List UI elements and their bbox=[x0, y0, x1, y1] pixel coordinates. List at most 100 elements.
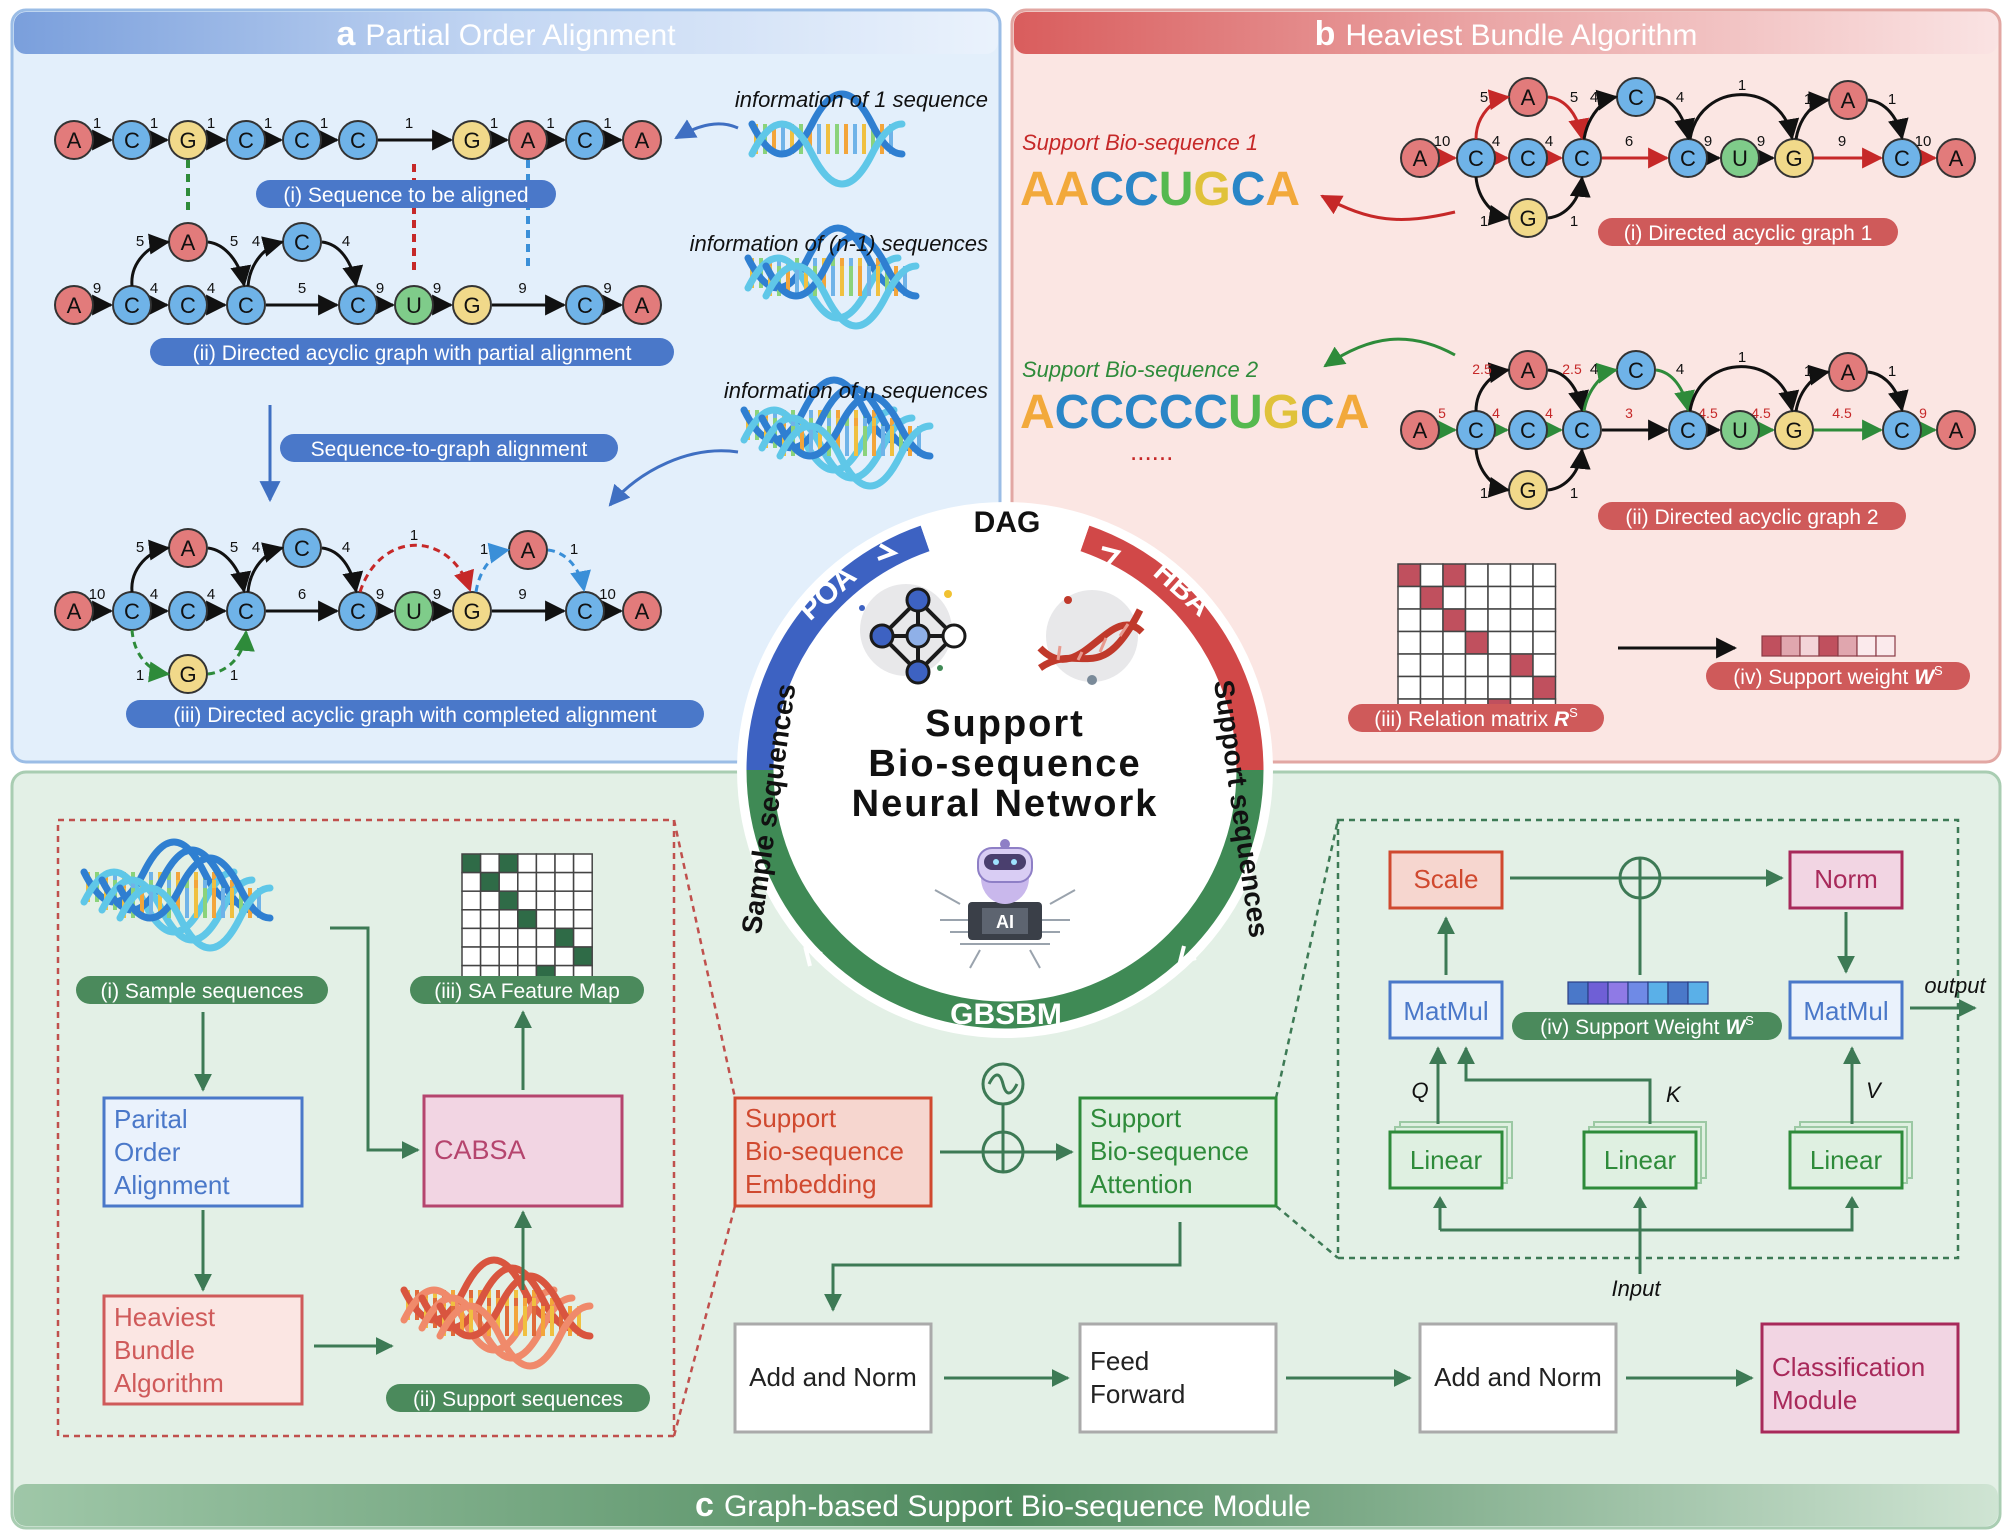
graph-node-circle bbox=[452, 120, 492, 160]
edge-curve bbox=[207, 629, 255, 676]
sequence-letter: C bbox=[1231, 163, 1266, 216]
graph-node-label: G bbox=[463, 128, 480, 153]
graph-node-bottom-g: G bbox=[168, 654, 208, 694]
ring-arc-green bbox=[745, 769, 1265, 1030]
graph-node-circle bbox=[565, 285, 605, 325]
edge-weight: 10 bbox=[89, 586, 106, 603]
edge-weight: 1 bbox=[480, 541, 488, 558]
ring-arc-red bbox=[1080, 523, 1266, 771]
graph-node-label: G bbox=[1519, 478, 1536, 503]
edge-weight: 4 bbox=[1492, 405, 1500, 421]
matrix-cell bbox=[535, 927, 556, 948]
edge-weight: 4 bbox=[1590, 361, 1598, 378]
matrix-cell bbox=[1487, 653, 1512, 678]
edge-curve bbox=[1474, 448, 1511, 498]
ring-label-gbsbm: GBSBM bbox=[950, 998, 1062, 1031]
edge-curve bbox=[1547, 447, 1591, 492]
graph-node-circle bbox=[168, 120, 208, 160]
input-arrowhead-q bbox=[1433, 1196, 1447, 1208]
graph-node-bottom-g: G bbox=[1508, 470, 1548, 510]
matrix-cell bbox=[517, 853, 538, 874]
left-dashed-box bbox=[56, 818, 676, 1438]
svg-text:Linear: Linear bbox=[1410, 1145, 1483, 1175]
matrix-cell bbox=[498, 871, 519, 892]
edge-weight: 1 bbox=[230, 667, 238, 684]
sequence-letter: U bbox=[1228, 386, 1263, 439]
matrix-cell bbox=[1487, 585, 1512, 610]
weight-cell bbox=[1647, 981, 1669, 1005]
matrix-cell bbox=[479, 946, 500, 967]
scale-box: Scale bbox=[1388, 850, 1504, 910]
matrix-cell bbox=[1532, 563, 1557, 588]
dna-sample-icon bbox=[80, 838, 274, 952]
edge-weight: 1 bbox=[1738, 349, 1746, 366]
arrow-sample-to-cabsa bbox=[330, 926, 420, 1159]
matrix-cell bbox=[1397, 630, 1422, 655]
graph-node-label: G bbox=[463, 599, 480, 624]
edge-weight: 10 bbox=[599, 586, 616, 603]
helix-backbone-2 bbox=[762, 262, 920, 330]
matrix-cell bbox=[517, 890, 538, 911]
graph-node-top-c: C bbox=[1616, 77, 1656, 117]
graph-node: A bbox=[54, 591, 94, 631]
weight-cell bbox=[1780, 635, 1801, 657]
label-relation-matrix: (iii) Relation matrix RS bbox=[1348, 704, 1604, 732]
matrix-cell bbox=[572, 927, 593, 948]
edge-curve bbox=[547, 548, 591, 593]
norm-box: Norm bbox=[1788, 850, 1904, 910]
helix-strand bbox=[776, 392, 934, 490]
matrix-cell bbox=[1397, 675, 1422, 700]
graph-node-label: A bbox=[521, 538, 536, 563]
edge-weight: 5 bbox=[136, 539, 144, 556]
graph-node-circle bbox=[54, 285, 94, 325]
edge-weight: 9 bbox=[1838, 133, 1846, 150]
graph-node-label: G bbox=[1519, 206, 1536, 231]
label-support-weight: (iv) Support weight WS bbox=[1706, 662, 1970, 690]
edge-curve bbox=[358, 543, 474, 593]
matrix-cell bbox=[1487, 608, 1512, 633]
graph-node-label: C bbox=[238, 128, 254, 153]
matrix-cell bbox=[535, 890, 556, 911]
graph-node: C bbox=[112, 120, 152, 160]
edge-curve bbox=[1474, 362, 1511, 412]
matrix-cell bbox=[479, 853, 500, 874]
edge-curve bbox=[1547, 175, 1591, 220]
graph-node-label: C bbox=[238, 293, 254, 318]
graph-node-circle bbox=[54, 591, 94, 631]
graph-node: A bbox=[54, 120, 94, 160]
edge-weight: 10 bbox=[1915, 133, 1932, 150]
svg-text:(iii) SA Feature Map: (iii) SA Feature Map bbox=[434, 980, 620, 1003]
graph-node-circle bbox=[54, 120, 94, 160]
edge-curve bbox=[1474, 89, 1511, 140]
label-completed-dag: (iii) Directed acyclic graph with comple… bbox=[126, 700, 704, 728]
edge-weight: 1 bbox=[93, 115, 101, 132]
linear-k-box: Linear bbox=[1582, 1121, 1707, 1190]
matrix-cell bbox=[1509, 585, 1534, 610]
matrix-cell bbox=[517, 871, 538, 892]
sequence-letter: C bbox=[1193, 386, 1228, 439]
matrix-cell bbox=[498, 890, 519, 911]
edge-weight: 4 bbox=[1545, 133, 1553, 150]
graph-node: A bbox=[1400, 138, 1440, 178]
graph-node-label: C bbox=[180, 293, 196, 318]
graph-node-label: C bbox=[1520, 418, 1536, 443]
edge-weight: 4 bbox=[342, 233, 350, 250]
center-hub: DAG POA HBA GBSBM Sample sequences Suppo… bbox=[736, 502, 1275, 1038]
graph-node-label: C bbox=[124, 599, 140, 624]
ring-chevron-2 bbox=[1101, 546, 1122, 566]
helix-backbone-2 bbox=[436, 1302, 594, 1370]
matrix-cell bbox=[1419, 630, 1444, 655]
edge-weight: 5 bbox=[230, 539, 238, 556]
edge-weight: 9 bbox=[93, 280, 101, 297]
svg-text:MatMul: MatMul bbox=[1403, 996, 1488, 1026]
graph-node-circle bbox=[1508, 410, 1548, 450]
helix-backbone-2 bbox=[116, 884, 274, 952]
graph-node: G bbox=[1774, 138, 1814, 178]
edge-weight: 1 bbox=[1480, 213, 1488, 230]
robot-chip-icon: AI bbox=[934, 839, 1076, 969]
edge-weight: 5 bbox=[1570, 89, 1578, 106]
ring-chevron-1 bbox=[877, 543, 899, 561]
graph-node-label: G bbox=[179, 662, 196, 687]
